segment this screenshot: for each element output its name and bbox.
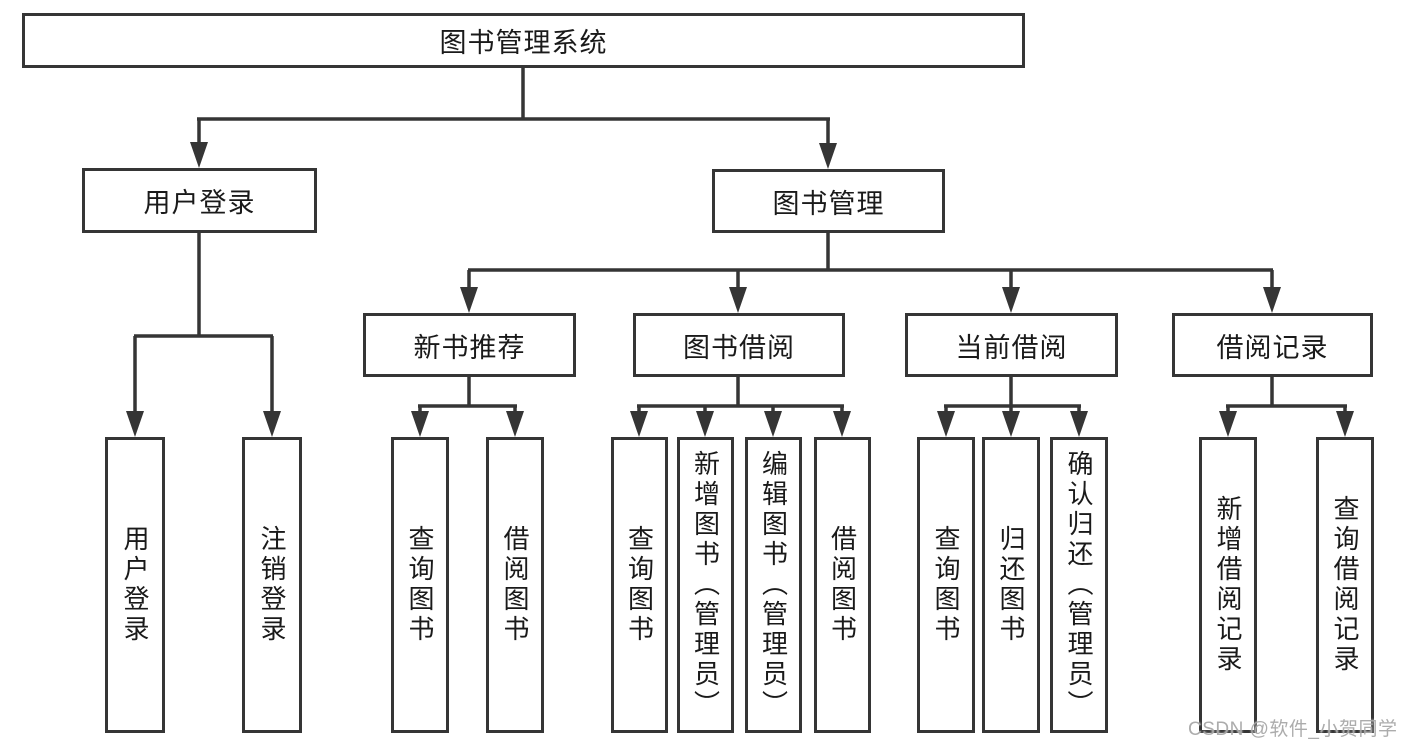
leaf-borrow-books-recommend: 借阅图书 [486,437,544,733]
connector-book-mgmt-feeder [467,233,1274,292]
leaf-edit-books-admin: 编辑图书（管理员） [745,437,802,733]
node-book-borrowing: 图书借阅 [633,313,845,377]
leaf-logout: 注销登录 [242,437,302,733]
node-book-management-system: 图书管理系统 [22,13,1025,68]
connector-current-borrow-split [944,377,1081,417]
leaf-add-borrowing-record: 新增借阅记录 [1199,437,1257,733]
node-borrowing-records: 借阅记录 [1172,313,1373,377]
arrowhead-icons [126,142,1354,437]
leaf-confirm-return-admin: 确认归还（管理员） [1050,437,1108,733]
node-user-login: 用户登录 [82,168,317,233]
leaf-query-books-recommend: 查询图书 [391,437,449,733]
leaf-return-books: 归还图书 [982,437,1040,733]
connector-new-book-split [418,377,517,417]
node-book-management: 图书管理 [712,169,945,233]
csdn-watermark: CSDN @软件_小贺同学 [1188,719,1398,740]
leaf-query-books-borrowing: 查询图书 [611,437,668,733]
node-new-book-recommendation: 新书推荐 [363,313,576,377]
leaf-borrow-books-borrowing: 借阅图书 [814,437,871,733]
connector-user-login-split [133,233,274,417]
connector-book-borrow-split [637,377,844,417]
leaf-query-borrowing-record: 查询借阅记录 [1316,437,1374,733]
leaf-add-books-admin: 新增图书（管理员） [677,437,734,733]
connector-borrow-record-split [1226,377,1347,417]
leaf-user-login: 用户登录 [105,437,165,733]
node-current-borrowing: 当前借阅 [905,313,1118,377]
connector-root-split [197,68,830,149]
leaf-query-books-current: 查询图书 [917,437,975,733]
